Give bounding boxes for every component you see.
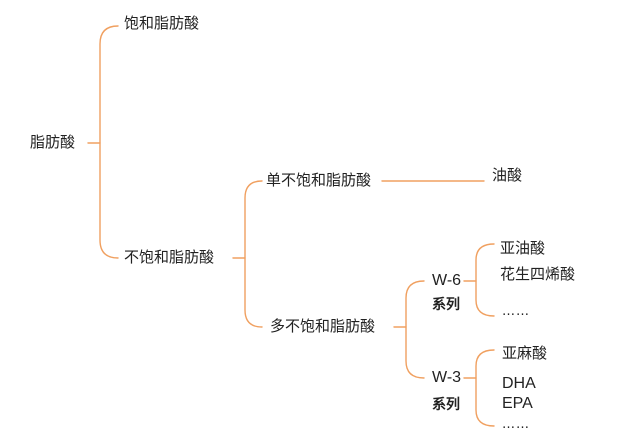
- connector-poly-bracket: [405, 280, 425, 379]
- connector-w3-bracket: [475, 349, 495, 427]
- node-root: 脂肪酸: [30, 133, 76, 151]
- node-w6-item-linoleic: 亚油酸: [500, 239, 546, 257]
- node-w3-suffix: 系列: [432, 397, 460, 413]
- node-unsaturated: 不饱和脂肪酸: [124, 248, 215, 266]
- connector-unsaturated-bracket: [244, 180, 263, 328]
- node-w3-item-dha: DHA: [502, 375, 536, 392]
- node-oleic: 油酸: [492, 166, 523, 184]
- node-w3-item-linolenic: 亚麻酸: [502, 344, 548, 362]
- node-mono: 单不饱和脂肪酸: [266, 171, 372, 189]
- connector-root-bracket: [99, 25, 119, 259]
- node-w6-suffix: 系列: [432, 297, 460, 313]
- node-w6-code: W-6: [432, 272, 462, 289]
- node-w3-item-more: ……: [502, 417, 530, 432]
- connector-w6-bracket: [475, 243, 495, 317]
- node-saturated: 饱和脂肪酸: [124, 14, 200, 32]
- node-w6-item-more: ……: [502, 304, 530, 319]
- node-poly: 多不饱和脂肪酸: [270, 317, 376, 335]
- node-w3-code: W-3: [432, 369, 462, 386]
- node-w6-item-arachidonic: 花生四烯酸: [500, 265, 576, 283]
- node-w3-item-epa: EPA: [502, 395, 533, 412]
